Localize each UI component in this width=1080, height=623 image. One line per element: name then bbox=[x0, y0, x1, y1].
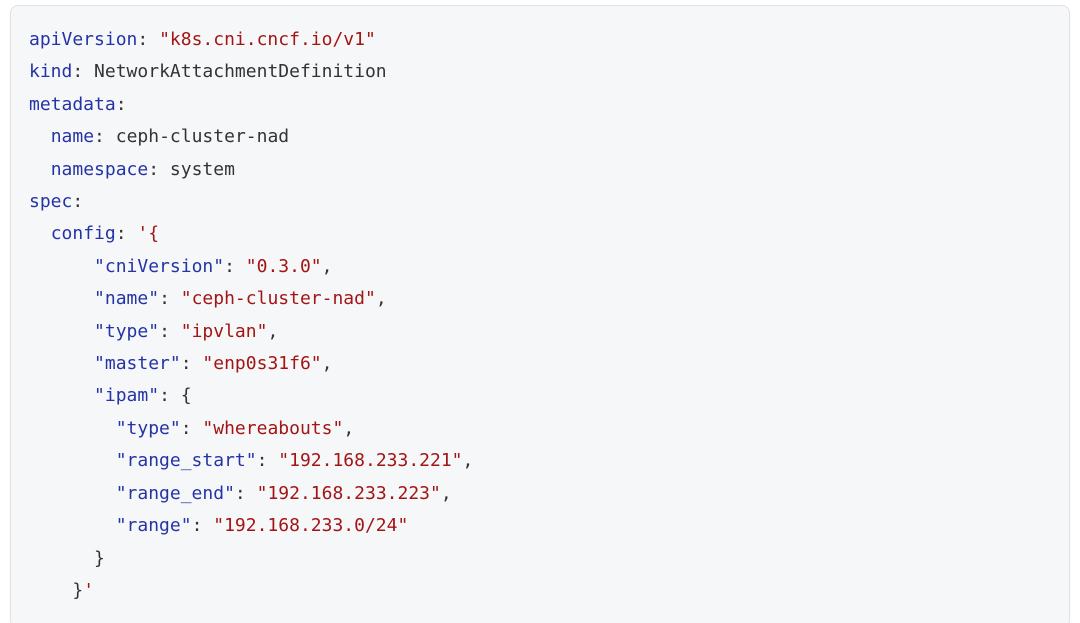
code-token-plain: : bbox=[159, 385, 181, 407]
code-token-plain bbox=[29, 223, 51, 244]
code-line: "ipam": { bbox=[29, 380, 1045, 412]
code-line: "name": "ceph-cluster-nad", bbox=[29, 283, 1045, 315]
code-token-plain: : bbox=[180, 353, 203, 375]
code-token-plain: , bbox=[462, 450, 474, 472]
code-line: apiVersion: "k8s.cni.cncf.io/v1" bbox=[29, 24, 1045, 56]
code-token-plain: : bbox=[72, 61, 95, 83]
code-token-string: "ipvlan" bbox=[180, 320, 268, 342]
code-token-plain: , bbox=[321, 353, 333, 375]
code-line: "range_start": "192.168.233.221", bbox=[29, 445, 1045, 477]
code-token-plain: : bbox=[256, 450, 279, 472]
code-line: "range_end": "192.168.233.223", bbox=[29, 478, 1045, 510]
code-token-plain: : bbox=[224, 255, 246, 277]
code-token-plain bbox=[29, 515, 116, 536]
code-token-key: "ipam" bbox=[94, 385, 160, 407]
code-token-plain bbox=[29, 126, 51, 147]
code-token-plain: , bbox=[343, 417, 355, 439]
code-token-plain: : bbox=[115, 223, 138, 245]
code-token-key: spec bbox=[29, 191, 73, 213]
code-token-string: "enp0s31f6" bbox=[202, 353, 322, 375]
code-token-key: "name" bbox=[94, 288, 160, 310]
code-token-plain: : bbox=[94, 126, 116, 148]
code-token-plain bbox=[29, 450, 116, 471]
code-token-plain: NetworkAttachmentDefinition bbox=[94, 61, 387, 83]
code-token-plain: : bbox=[234, 482, 257, 504]
code-line: "type": "ipvlan", bbox=[29, 316, 1045, 348]
code-token-string: "0.3.0" bbox=[245, 255, 322, 277]
code-token-string: "ceph-cluster-nad" bbox=[180, 288, 376, 310]
code-token-key: "range_end" bbox=[115, 482, 235, 504]
code-token-string: "192.168.233.223" bbox=[256, 482, 441, 504]
code-token-plain bbox=[29, 159, 51, 180]
code-token-plain bbox=[29, 418, 116, 439]
code-token-plain bbox=[29, 483, 116, 504]
code-token-plain bbox=[29, 288, 94, 309]
code-token-plain: ceph-cluster-nad bbox=[115, 126, 290, 148]
code-line: "range": "192.168.233.0/24" bbox=[29, 510, 1045, 542]
code-line: metadata: bbox=[29, 89, 1045, 121]
code-token-key: config bbox=[50, 223, 116, 245]
code-token-plain: : bbox=[191, 515, 214, 537]
code-token-plain: : bbox=[137, 29, 160, 50]
code-token-key: namespace bbox=[50, 158, 149, 180]
code-token-plain: system bbox=[169, 158, 235, 180]
code-token-plain bbox=[29, 353, 94, 374]
code-token-string: ' bbox=[83, 579, 95, 601]
code-token-plain: , bbox=[375, 288, 387, 310]
code-line: config: '{ bbox=[29, 218, 1045, 250]
code-token-string: "192.168.233.221" bbox=[278, 450, 463, 472]
code-token-plain bbox=[29, 256, 94, 277]
code-token-plain: : bbox=[115, 93, 127, 115]
code-token-string: "whereabouts" bbox=[202, 417, 344, 439]
code-token-key: name bbox=[50, 126, 95, 148]
code-token-plain: : bbox=[148, 158, 170, 180]
code-token-key: "cniVersion" bbox=[94, 255, 225, 277]
code-line: } bbox=[29, 543, 1045, 575]
code-line: kind: NetworkAttachmentDefinition bbox=[29, 56, 1045, 88]
code-token-plain: { bbox=[180, 385, 192, 407]
code-token-plain: , bbox=[440, 482, 452, 504]
code-token-plain: : bbox=[159, 320, 181, 342]
code-token-plain: : bbox=[180, 417, 203, 439]
code-line: spec: bbox=[29, 186, 1045, 218]
code-line: "cniVersion": "0.3.0", bbox=[29, 251, 1045, 283]
code-token-key: "type" bbox=[94, 320, 160, 342]
code-token-plain: : bbox=[72, 191, 84, 213]
code-line: "type": "whereabouts", bbox=[29, 413, 1045, 445]
code-token-plain: , bbox=[321, 255, 333, 277]
code-block: apiVersion: "k8s.cni.cncf.io/v1"kind: Ne… bbox=[10, 5, 1070, 623]
code-token-plain: , bbox=[267, 320, 279, 342]
code-token-plain: : bbox=[159, 288, 181, 310]
code-token-plain: } bbox=[29, 579, 84, 601]
code-line: "master": "enp0s31f6", bbox=[29, 348, 1045, 380]
code-token-string: "192.168.233.0/24" bbox=[213, 515, 409, 537]
code-token-key: apiVersion bbox=[29, 29, 138, 50]
code-token-plain bbox=[29, 321, 94, 342]
code-token-key: metadata bbox=[29, 93, 116, 115]
code-token-plain: } bbox=[29, 547, 105, 569]
code-token-key: "range_start" bbox=[115, 450, 257, 472]
code-line: namespace: system bbox=[29, 154, 1045, 186]
code-token-string: '{ bbox=[137, 223, 160, 245]
code-token-key: "master" bbox=[94, 353, 181, 375]
code-token-plain bbox=[29, 385, 94, 406]
code-line: name: ceph-cluster-nad bbox=[29, 121, 1045, 153]
code-token-key: "type" bbox=[115, 417, 181, 439]
code-line: }' bbox=[29, 575, 1045, 607]
code-token-key: kind bbox=[29, 61, 73, 83]
code-token-key: "range" bbox=[115, 515, 192, 537]
code-token-string: "k8s.cni.cncf.io/v1" bbox=[159, 29, 376, 50]
